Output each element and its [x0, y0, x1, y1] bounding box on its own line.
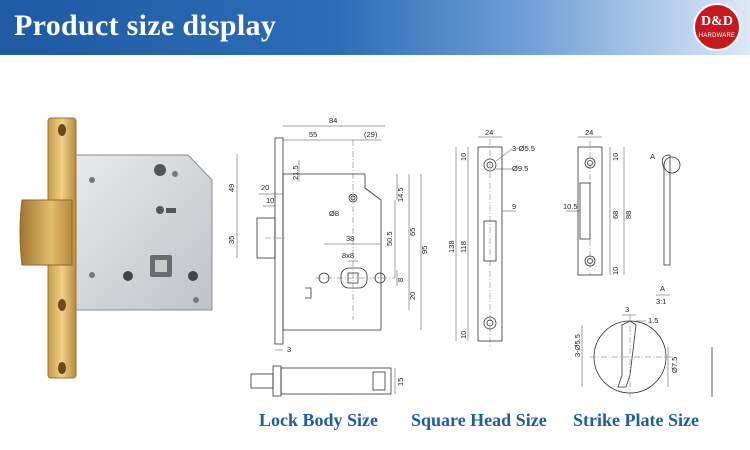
dim-8x8: 8x8	[342, 251, 354, 260]
dim-10-bottom: 10	[611, 267, 620, 275]
dim-21-5: 21.5	[291, 165, 300, 180]
dim-dia7-5: Ø7.5	[670, 357, 679, 373]
dim-3-dia5-5: 3-Ø5.5	[512, 144, 535, 153]
dim-49: 49	[227, 184, 236, 192]
dim-84: 84	[329, 116, 337, 125]
logo-subtext: HARDWARE	[698, 33, 736, 39]
dim-24: 24	[485, 128, 493, 137]
dim-38: 38	[346, 234, 354, 243]
logo-text: D&D	[701, 14, 733, 29]
dim-9: 9	[512, 202, 516, 211]
square-head-drawing: 24 3-Ø5.5 Ø9.5 10 9 138 118 10	[447, 128, 535, 347]
dim-10: 10	[266, 196, 274, 205]
dim-20: 20	[261, 183, 269, 192]
dim-10-top: 10	[611, 153, 620, 161]
dim-3: 3	[287, 345, 291, 354]
caption-square-head: Square Head Size	[411, 410, 547, 430]
dim-95: 95	[420, 246, 429, 254]
dim-138: 138	[447, 240, 456, 253]
dim-8: 8	[396, 278, 405, 282]
dim-24: 24	[585, 128, 593, 137]
dim-68: 68	[611, 211, 620, 219]
dim-10-5: 10.5	[563, 202, 578, 211]
detail-label-a: A	[650, 152, 655, 161]
dim-10-top: 10	[459, 153, 468, 161]
strike-plate-drawing: 24 10 48 10.5 68 88 10 A A 3:1 3 1.5 3-Ø…	[563, 128, 713, 397]
dim-29: (29)	[364, 130, 378, 139]
dim-dia9-5: Ø9.5	[512, 164, 528, 173]
page-title: Product size display	[14, 9, 277, 42]
dim-14-5: 14.5	[396, 187, 405, 202]
dim-118: 118	[459, 241, 468, 253]
lock-product-image	[19, 117, 213, 379]
scale-ratio: 3:1	[656, 297, 666, 306]
caption-strike-plate: Strike Plate Size	[573, 410, 699, 430]
dim-55: 55	[309, 130, 317, 139]
brand-logo: D&D HARDWARE	[693, 3, 741, 51]
dim-3-dia5-5: 3-Ø5.5	[573, 334, 582, 357]
dim-20b: 20	[408, 292, 417, 300]
dim-10-bottom: 10	[459, 331, 468, 339]
dim-15: 15	[396, 378, 405, 386]
dim-dia8: Ø8	[329, 209, 339, 218]
dim-35: 35	[227, 236, 236, 244]
caption-lock-body: Lock Body Size	[259, 410, 379, 430]
dim-50-5: 50.5	[385, 231, 394, 246]
scale-label-a: A	[660, 284, 665, 293]
lock-body-drawing: 84 55 (29) 21.5 49 20 10 35 Ø8 38 8x8 14…	[227, 116, 429, 397]
dim-65: 65	[408, 228, 417, 236]
dim-88: 88	[624, 211, 633, 219]
dim-1-5: 1.5	[648, 316, 658, 325]
dim-3: 3	[625, 305, 629, 314]
header-banner: Product size display D&D HARDWARE	[0, 0, 750, 55]
